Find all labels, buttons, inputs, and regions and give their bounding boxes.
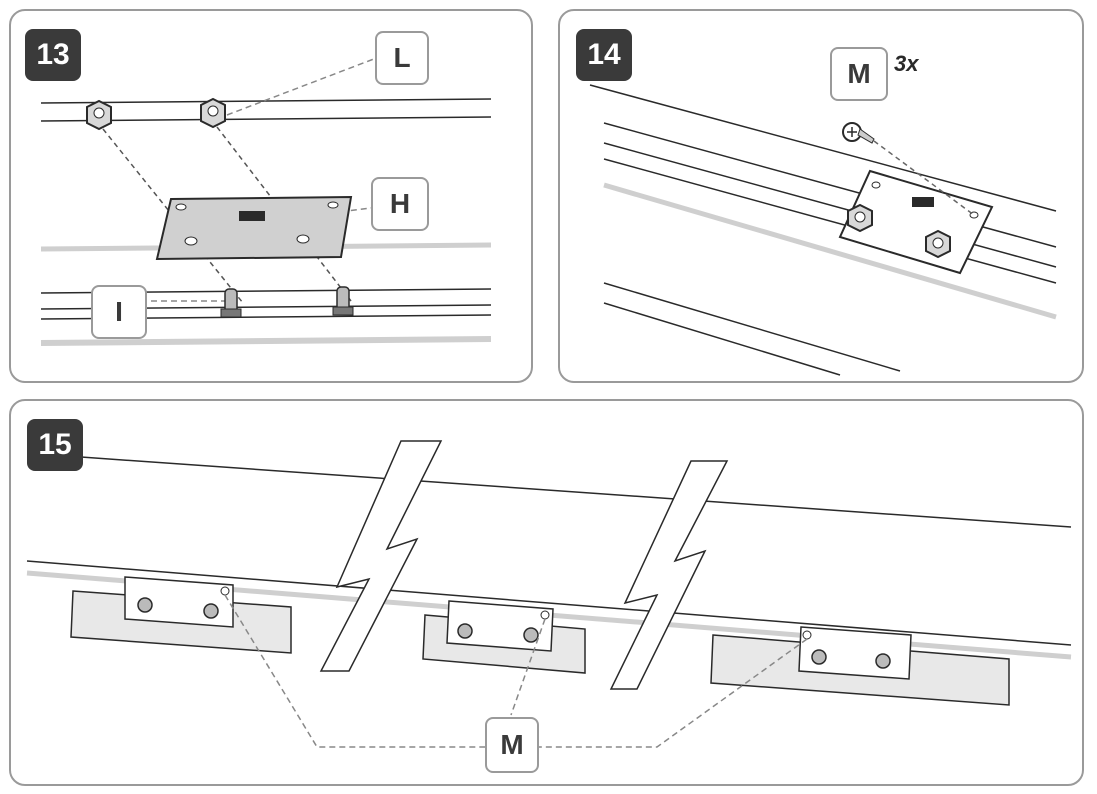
- step-13-panel: 13 L H I: [9, 9, 533, 383]
- part-label-m: M: [830, 47, 888, 101]
- rail-segment-2: [422, 600, 586, 674]
- step-number-badge: 14: [576, 29, 632, 81]
- step-13-illustration: [40, 56, 492, 346]
- step-14-illustration: [589, 84, 1057, 376]
- part-label-l: L: [375, 31, 429, 85]
- step-14-panel: 14 M 3x: [558, 9, 1084, 383]
- nut-left: [86, 99, 112, 131]
- step-number-badge: 15: [27, 419, 83, 471]
- quantity-text: 3x: [894, 51, 919, 76]
- part-label-h: H: [371, 177, 429, 231]
- step-15-panel: 15 M: [9, 399, 1084, 786]
- plate-h: [155, 195, 353, 261]
- bolt-left: [220, 288, 242, 318]
- part-label-i: I: [91, 285, 147, 339]
- screw-m: [842, 122, 875, 144]
- bolt-right: [332, 286, 354, 316]
- step-number-badge: 13: [25, 29, 81, 81]
- nut-right: [200, 97, 226, 129]
- rail-segment-3: [710, 626, 1010, 706]
- step-15-illustration: [26, 440, 1072, 748]
- part-label-m: M: [485, 717, 539, 773]
- rail-segment-1: [70, 576, 292, 654]
- plate-mounted: [838, 169, 994, 275]
